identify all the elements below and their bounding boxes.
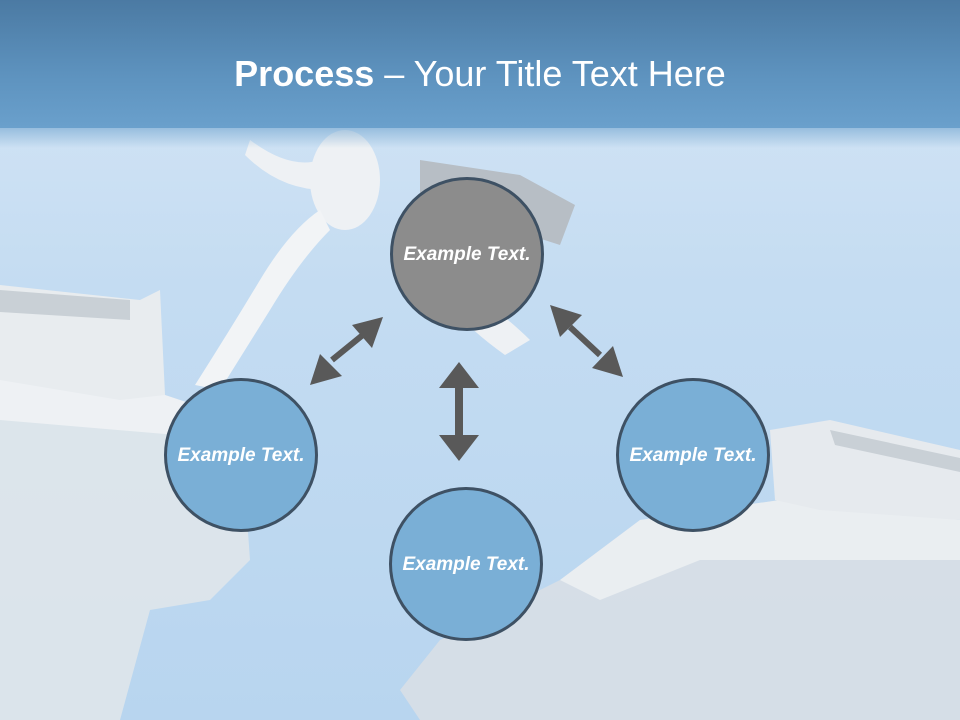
title-bar: Process – Your Title Text Here xyxy=(0,0,960,148)
process-node-left: Example Text. xyxy=(164,378,318,532)
node-label: Example Text. xyxy=(177,444,305,466)
process-node-bottom: Example Text. xyxy=(389,487,543,641)
title-bold: Process xyxy=(234,53,375,94)
title-rest: – Your Title Text Here xyxy=(374,53,726,94)
node-label: Example Text. xyxy=(403,243,531,265)
node-label: Example Text. xyxy=(629,444,757,466)
double-arrow-center-right xyxy=(550,305,623,377)
node-label: Example Text. xyxy=(402,553,530,575)
double-arrow-center-left xyxy=(310,317,383,385)
process-node-right: Example Text. xyxy=(616,378,770,532)
double-arrow-center-bottom xyxy=(439,362,479,461)
slide-title: Process – Your Title Text Here xyxy=(0,52,960,96)
process-node-center: Example Text. xyxy=(390,177,544,331)
